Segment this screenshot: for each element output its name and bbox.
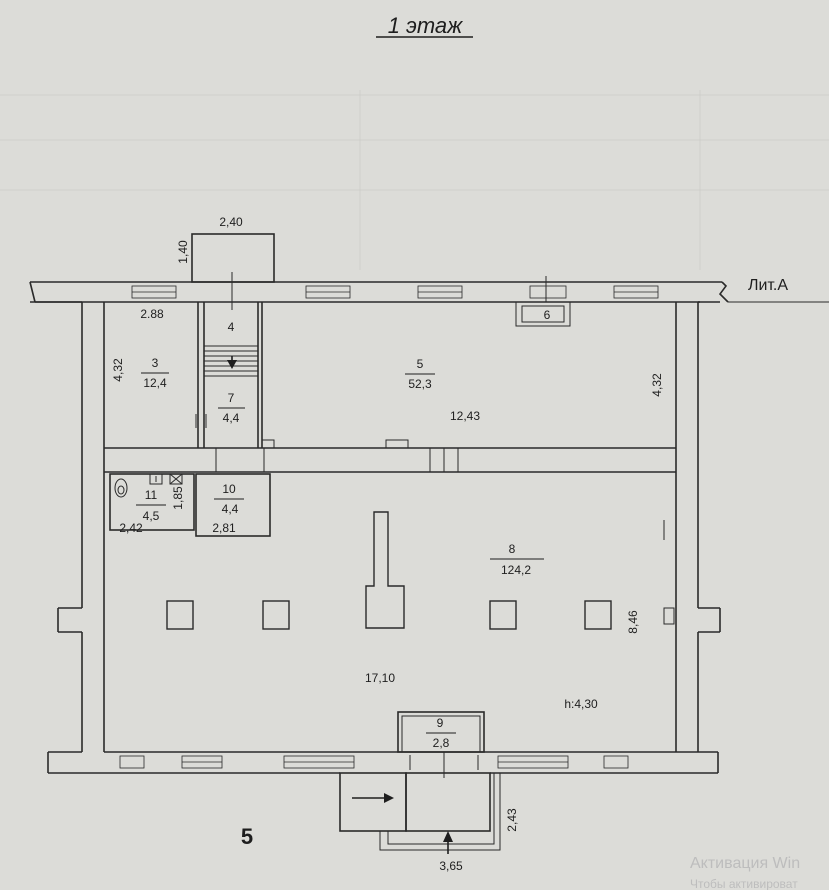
dim-room5-height: 4,32: [650, 373, 664, 397]
dim-room3-width: 2.88: [140, 307, 164, 321]
plan-number: 5: [241, 824, 253, 849]
dim-hall-width: 17,10: [365, 671, 395, 685]
dim-entrance-depth: 2,43: [505, 808, 519, 832]
room-area-5: 52,3: [408, 377, 432, 391]
interior-walls: [103, 272, 677, 537]
room-label-9: 9: [437, 716, 444, 730]
room-area-3: 12,4: [143, 376, 167, 390]
columns: [166, 511, 675, 630]
dim-entrance-width: 3,65: [439, 859, 463, 873]
watermark-line1: Активация Win: [690, 855, 800, 872]
bottom-windows: [119, 755, 629, 769]
room-label-11: 11: [145, 488, 158, 502]
dim-hall-height: 8,46: [626, 610, 640, 634]
watermark-line2: Чтобы активироват: [690, 877, 798, 890]
room-label-8: 8: [509, 542, 516, 556]
room-label-7: 7: [228, 391, 235, 405]
dim-room10-width: 2,81: [212, 521, 236, 535]
dim-room11-width: 2,42: [119, 521, 143, 535]
room-label-5: 5: [417, 357, 424, 371]
background-grid: [0, 90, 829, 270]
shower-icon: [169, 473, 183, 485]
dim-room3-height: 4,32: [111, 358, 125, 382]
room-label-10: 10: [222, 482, 236, 496]
room-label-6: 6: [544, 308, 551, 322]
room-area-8: 124,2: [501, 563, 531, 577]
ceiling-height: h:4,30: [564, 697, 598, 711]
dim-porch-depth: 1,40: [176, 240, 190, 264]
entrance-vestibule: [227, 356, 501, 854]
room-area-10: 4,4: [222, 502, 239, 516]
room-label-4: 4: [228, 320, 235, 334]
room-area-9: 2,8: [433, 736, 450, 750]
sink-icon: [149, 473, 163, 485]
toilet-icon: [114, 478, 128, 498]
room-labels: 3 12,4 4 5 52,3 6 7 4,4 8 124,2 9 2,8 10…: [136, 308, 551, 750]
room-label-3: 3: [152, 356, 159, 370]
dim-room11-height: 1,85: [171, 486, 185, 510]
top-porch: [191, 233, 275, 302]
room-area-7: 4,4: [223, 411, 240, 425]
top-windows: [131, 285, 659, 299]
outer-walls: [29, 281, 829, 774]
dim-room5-width: 12,43: [450, 409, 480, 423]
page-title: 1 этаж: [388, 13, 463, 38]
room-area-11: 4,5: [143, 509, 160, 523]
dimensions: 2,40 1,40 2.88 4,32 12,43 4,32 1,85 2,42…: [111, 215, 664, 873]
building-label: Лит.А: [748, 277, 788, 294]
dim-porch-width: 2,40: [219, 215, 243, 229]
